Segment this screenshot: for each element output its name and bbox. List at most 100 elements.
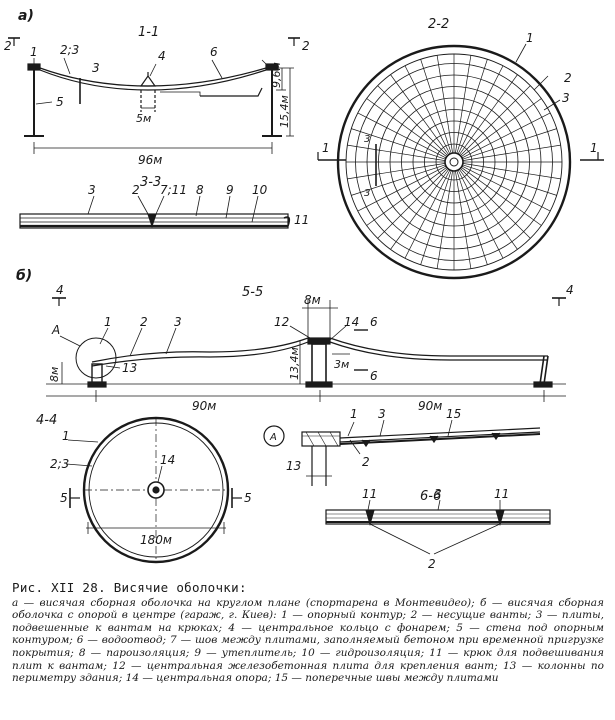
plan-cable [457,169,504,259]
cut-mark-4-right: 4 [566,283,574,297]
plan-cable [404,65,451,155]
plan-cable [461,112,551,159]
cut-mark-1-left: 1 [322,141,330,155]
label-3-plan: 3 [562,91,570,105]
plan-cable [455,170,472,269]
plan-cable [456,170,488,265]
plan-cable [366,167,447,226]
plan-4-4 [65,416,242,564]
dim-90m-left: 90м [192,399,216,413]
sec6-label-2: 2 [428,557,436,571]
section-5-5 [46,297,566,402]
dim-3m: 3м [334,358,349,371]
plan-cable [460,168,531,239]
sec6-label-11-right: 11 [494,487,509,501]
figure-caption: Рис. XII 28. Висячие оболочки: а — висяч… [12,580,604,685]
label-1-plan: 1 [526,31,534,45]
label-2-3: 2;3 [60,43,79,57]
hanging-shells-drawing: а) 1-1 2-2 3-3 2 2 3 1 1 1 2;3 4 5 6 5м … [4,8,604,571]
plan-cable [462,163,561,180]
plan-cable [462,144,561,161]
plan-2-2 [317,43,604,280]
cut-mark-2-left: 2 [4,39,12,53]
plan-cable [459,74,518,155]
dim-15-4m: 15,4м [278,95,291,128]
sec6-label-3: 3 [434,487,442,501]
plan-cable [436,170,453,269]
dim-8m-top: 8м [304,293,321,307]
sec3-label-2: 2 [132,183,140,197]
plan-cable [436,55,453,154]
label-6-drain: 6 [210,45,218,59]
plan-cable [390,74,449,155]
plan-cable [357,112,447,159]
plan-cable [460,85,531,156]
cut-mark-5-left: 5 [60,491,68,505]
callout-A: А [51,323,60,337]
plan-cable [455,55,472,154]
plan-cable [461,165,551,212]
b-label-1: 1 [104,315,112,329]
plan-cable [366,98,447,157]
label-2-plan: 2 [564,71,572,85]
dim-180m: 180м [140,533,172,547]
b-label-2: 2 [140,315,148,329]
plan-cable [457,65,504,155]
sec3-label-10: 10 [252,183,268,197]
sec3-label-3: 3 [88,183,96,197]
plan-cable [404,169,451,259]
plan-cable [420,59,452,154]
label-1-contour: 1 [30,45,38,59]
plan-cable [347,163,446,180]
b-label-14: 14 [344,315,359,329]
caption-title: Рис. XII 28. Висячие оболочки: [12,580,247,595]
sec3-label-9: 9 [226,183,234,197]
b-label-13: 13 [122,361,137,375]
section-title-5-5: 5-5 [242,285,263,300]
cut-mark-6-top: 6 [370,315,378,329]
plan-label-2-3: 2;3 [50,457,69,471]
plan-cable [456,59,488,154]
plan-label-1: 1 [62,429,70,443]
section-6-6 [325,499,551,555]
cut-3-bottom: 3 [364,188,370,199]
cut-mark-4-left: 4 [56,283,64,297]
section-3-3 [19,195,291,229]
plan-cable [347,144,446,161]
sec6-label-11-left: 11 [362,487,377,501]
section-1-1 [8,37,300,154]
plan-cable [459,169,518,250]
sec3-label-11: 11 [294,213,309,227]
dim-90m-right: 90м [418,399,442,413]
plan-cable [377,168,448,239]
cut-mark-3: 3 [92,61,100,75]
caption-legend: а — висячая сборная оболочка на круглом … [12,596,604,685]
detail-A-marker: А [269,432,277,443]
plan-cable [462,164,557,196]
detail-label-15: 15 [446,407,461,421]
plan-cable [461,98,542,157]
detail-label-3: 3 [378,407,386,421]
section-title-1-1: 1-1 [138,25,159,40]
label-5-wall: 5 [56,95,64,109]
cut-mark-5-right: 5 [244,491,252,505]
dim-9-6m: 9,6м [270,62,283,88]
detail-label-13: 13 [286,459,301,473]
detail-label-2: 2 [362,455,370,469]
plan-cable [357,165,447,212]
dim-5m: 5м [136,112,151,125]
plan-cable [390,169,449,250]
panel-letter-b: б) [16,268,32,284]
detail-label-1: 1 [350,407,358,421]
plan-cable [420,170,452,265]
plan-cable [351,164,446,196]
dim-96m: 96м [138,153,162,167]
label-4-ring: 4 [158,49,166,63]
section-title-6-6: 6-6 [420,489,441,504]
plan-label-14: 14 [160,453,175,467]
b-label-3: 3 [174,315,182,329]
sec3-label-8: 8 [196,183,204,197]
dim-8m-left: 8м [48,367,61,382]
plan-cable [377,85,448,156]
plan-cable [461,167,542,226]
